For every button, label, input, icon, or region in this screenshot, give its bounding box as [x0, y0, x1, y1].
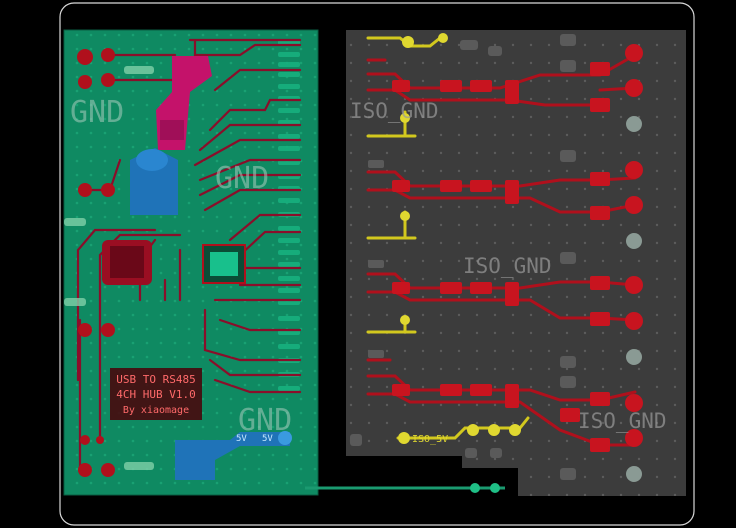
iso-gnd-label-bottom: ISO_GND: [578, 409, 667, 433]
channel-component-pads: [392, 62, 610, 452]
iso-gnd-label-top: ISO_GND: [350, 99, 439, 123]
left-signal-traces: [76, 38, 302, 472]
right-light-pads: [350, 34, 576, 480]
gnd-label-mid: GND: [215, 161, 269, 196]
terminal-pads: [625, 44, 643, 482]
left-silkscreen: GND GND GND USB TO RS485 4CH HUB V1.0 By…: [70, 95, 292, 444]
right-iso-ground-pour: [346, 30, 686, 496]
mcu-area: [102, 240, 246, 285]
silkscreen-line-2: 4CH HUB V1.0: [116, 388, 195, 401]
gnd-label-top: GND: [70, 95, 124, 130]
iso-5v-pads: [398, 33, 521, 444]
gnd-label-bottom: GND: [238, 403, 292, 438]
blue-5v-pour: [175, 431, 292, 480]
iso-gnd-label-mid: ISO_GND: [463, 254, 552, 278]
silkscreen-line-1: USB TO RS485: [116, 373, 195, 386]
right-silkscreen: ISO_GND ISO_GND ISO_GND ISO_5V: [350, 99, 667, 445]
board-outline: [59, 2, 695, 526]
silkscreen-line-3: By xiaomage: [123, 405, 189, 416]
connector-pads: [77, 48, 115, 477]
blue-regulator-pour: [130, 148, 178, 215]
usb-power-pour: [156, 56, 212, 150]
bottom-link-trace: [305, 483, 505, 493]
iso-5v-label: ISO_5V: [412, 434, 448, 445]
power-label-5v-2: 5V: [262, 434, 273, 444]
power-label-5v-1: 5V: [236, 434, 247, 444]
left-light-pads: [64, 66, 154, 470]
